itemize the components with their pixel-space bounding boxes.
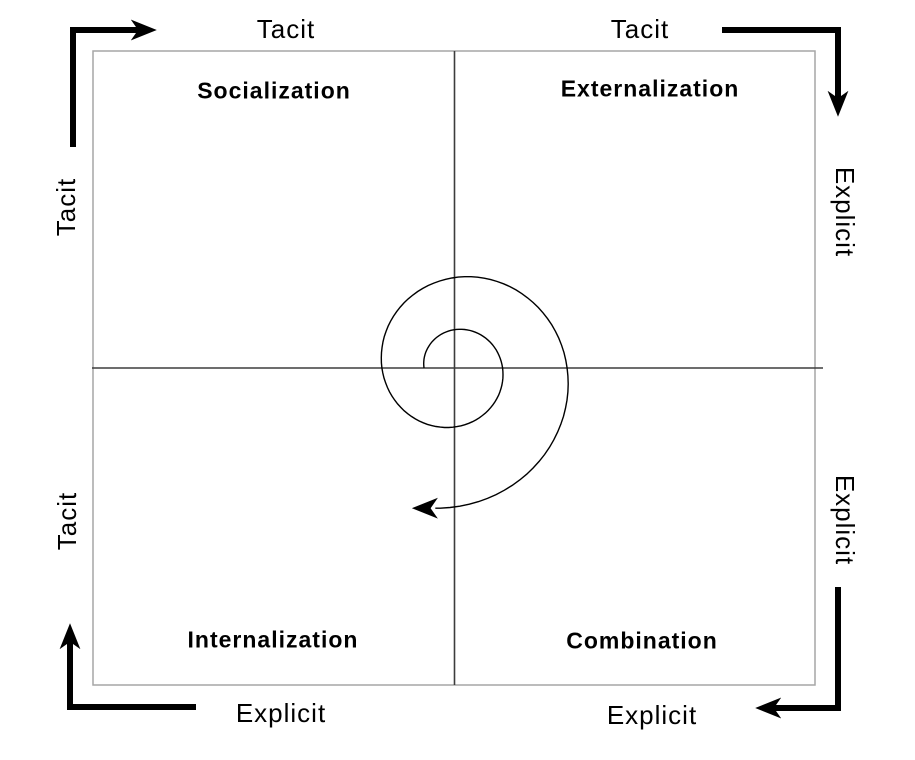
quadrant-title-externalization: Externalization <box>560 75 740 102</box>
axis-label-tacit-top-left: Tacit <box>256 14 316 44</box>
flow-arrow-top-left-icon <box>70 19 157 147</box>
axis-label-tacit-left-upper: Tacit <box>51 177 81 237</box>
axis-label-tacit-left-lower: Tacit <box>52 491 82 551</box>
quadrant-title-socialization: Socialization <box>197 77 351 104</box>
axis-label-explicit-bottom-left: Explicit <box>235 698 327 728</box>
knowledge-spiral-arrow <box>380 276 569 519</box>
axis-label-explicit-right-upper: Explicit <box>830 166 860 258</box>
axis-label-tacit-top-right: Tacit <box>610 14 670 44</box>
flow-arrow-top-right-icon <box>722 27 849 117</box>
quadrant-title-internalization: Internalization <box>187 626 359 653</box>
flow-arrow-bottom-left-icon <box>59 623 196 710</box>
flow-arrow-bottom-right-icon <box>755 587 841 719</box>
quadrant-title-combination: Combination <box>566 627 718 654</box>
axis-label-explicit-right-lower: Explicit <box>830 474 860 566</box>
axis-label-explicit-bottom-right: Explicit <box>606 700 698 730</box>
